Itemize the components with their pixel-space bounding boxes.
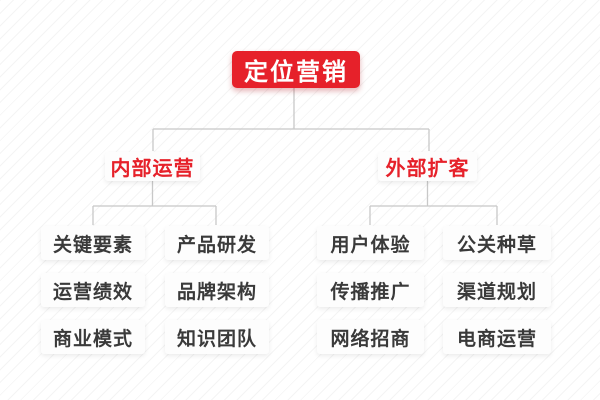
leaf-node-key-elements: 关键要素 — [41, 226, 145, 260]
leaf-node-business-model: 商业模式 — [41, 320, 145, 354]
leaf-node-operation-performance: 运营绩效 — [41, 273, 145, 307]
leaf-node-promotion-spread: 传播推广 — [317, 273, 424, 307]
leaf-node-brand-architecture: 品牌架构 — [165, 273, 269, 307]
leaf-node-ecommerce-operation: 电商运营 — [443, 320, 551, 354]
leaf-node-channel-planning: 渠道规划 — [443, 273, 551, 307]
branch-node-external-acquisition: 外部扩客 — [378, 152, 477, 181]
root-node-positioning-marketing: 定位营销 — [232, 51, 360, 88]
leaf-node-online-investment: 网络招商 — [317, 320, 424, 354]
branch-node-internal-operations: 内部运营 — [105, 152, 200, 181]
leaf-node-pr-seeding: 公关种草 — [443, 226, 551, 260]
leaf-node-product-development: 产品研发 — [165, 226, 269, 260]
leaf-node-knowledge-team: 知识团队 — [165, 320, 269, 354]
leaf-node-user-experience: 用户体验 — [317, 226, 424, 260]
